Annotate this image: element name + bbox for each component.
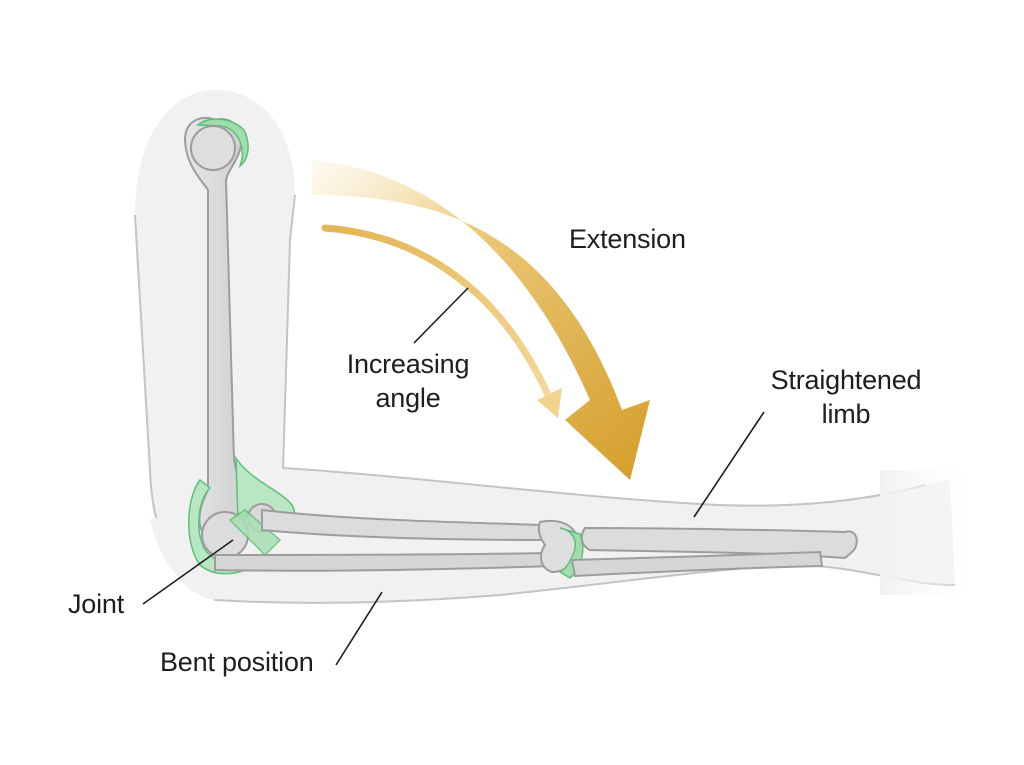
straightened-limb-label: Straightened limb	[760, 363, 932, 431]
increasing-angle-label: Increasing angle	[338, 347, 478, 415]
extension-label: Extension	[569, 222, 686, 256]
increasing-angle-line2: angle	[338, 381, 478, 415]
increasing-angle-leader	[414, 288, 468, 343]
increasing-angle-line1: Increasing	[338, 347, 478, 381]
straightened-limb-line1: Straightened	[760, 363, 932, 397]
humeral-head	[191, 126, 235, 170]
extension-arrow	[312, 160, 650, 480]
straightened-limb-line2: limb	[760, 397, 932, 431]
joint-label: Joint	[68, 587, 124, 621]
hand-fade	[880, 470, 980, 595]
ulna-bone	[215, 553, 552, 571]
straightened-limb-leader	[694, 412, 764, 517]
bent-position-label: Bent position	[160, 645, 314, 679]
